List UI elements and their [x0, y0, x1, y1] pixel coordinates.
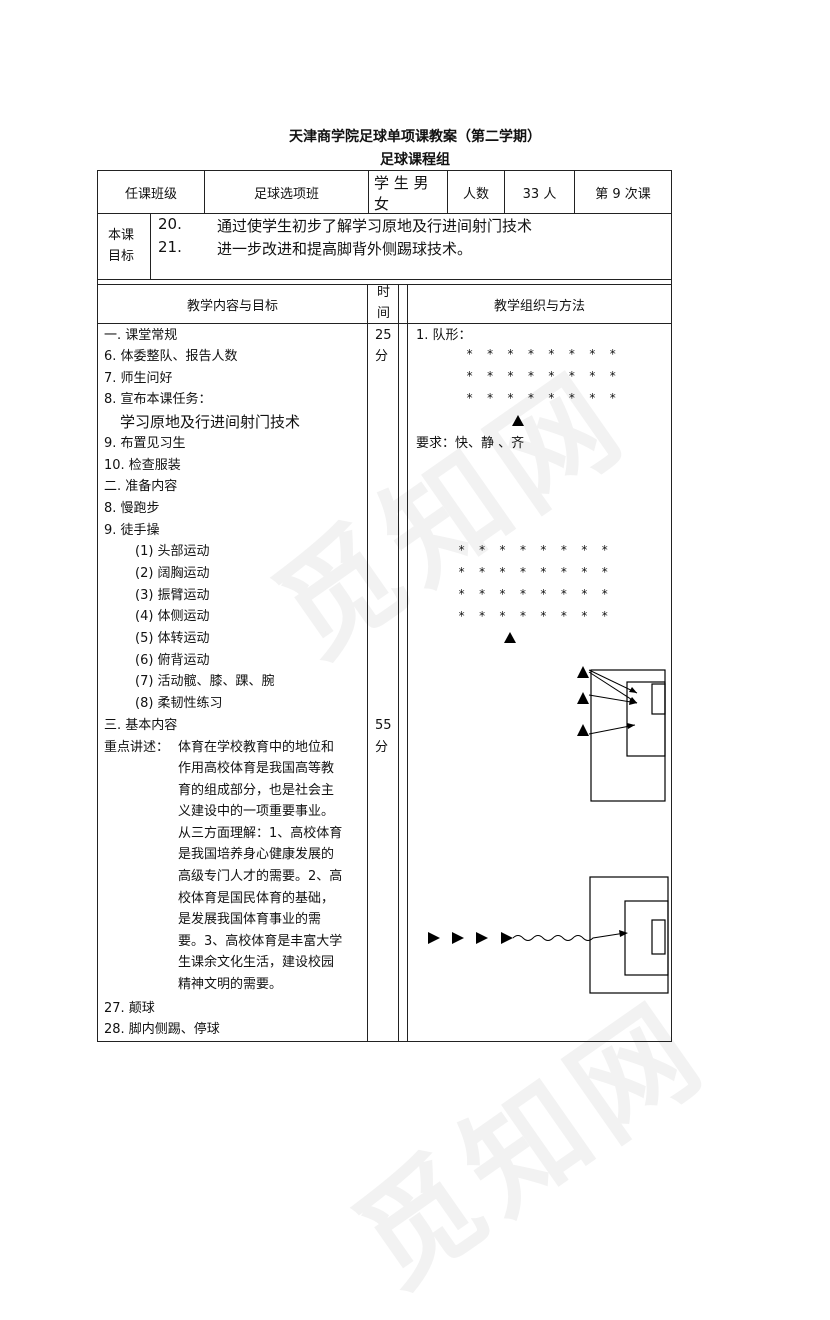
- focus-line: 义建设中的一项重要事业。: [178, 804, 335, 820]
- student-gender-line-1: 学 生 男: [374, 174, 429, 192]
- focus-line: 是发展我国体育事业的需: [178, 912, 322, 928]
- focus-line: 作用高校体育是我国高等教: [178, 761, 335, 776]
- focus-line: 高级专门人才的需要。2、高: [178, 868, 343, 884]
- row-divider-4: [97, 323, 672, 324]
- warmup-row: * * * * * * * *: [458, 609, 612, 623]
- focus-label: 重点讲述：: [104, 740, 170, 755]
- lesson-task: 学习原地及行进间射门技术: [120, 413, 301, 431]
- table-border-left: [97, 170, 98, 1041]
- goals-divider: [150, 213, 151, 279]
- formation-row: * * * * * * * *: [466, 391, 620, 405]
- exercise-item: (4) 体侧运动: [135, 609, 210, 624]
- basic-content-title: 三. 基本内容: [104, 718, 178, 733]
- content-line: 8. 慢跑步: [104, 501, 160, 516]
- col-divider-time-right: [398, 284, 399, 1041]
- document-subtitle: 足球课程组: [380, 152, 450, 168]
- info-divider-5: [574, 170, 575, 213]
- exercise-item: (7) 活动髋、膝、踝、腕: [135, 674, 275, 689]
- formation-label: 1. 队形：: [416, 328, 472, 343]
- shooting-drill-diagram-1: [577, 666, 666, 802]
- header-content: 教学内容与目标: [186, 298, 278, 314]
- row-divider-1: [97, 213, 672, 214]
- header-time-1: 时: [377, 285, 391, 300]
- goal-1-text: 通过使学生初步了解学习原地及行进间射门技术: [217, 217, 533, 235]
- teacher-triangle-icon: [504, 632, 516, 643]
- content-line: 7. 师生问好: [104, 371, 173, 386]
- content-line: 9. 徒手操: [104, 523, 160, 538]
- time-second-unit: 分: [375, 740, 389, 755]
- info-divider-1: [204, 170, 205, 213]
- count-label: 人数: [462, 186, 489, 202]
- content-line: 27. 颠球: [104, 1001, 155, 1016]
- warmup-row: * * * * * * * *: [458, 565, 612, 579]
- focus-line: 从三方面理解：1、高校体育: [178, 825, 343, 841]
- content-line: 10. 检查服装: [104, 458, 181, 473]
- content-line: 8. 宣布本课任务：: [104, 392, 212, 407]
- student-gender-line-2: 女: [374, 195, 390, 213]
- content-line: 28. 脚内侧踢、停球: [104, 1022, 220, 1037]
- exercise-item: (6) 俯背运动: [135, 653, 210, 668]
- focus-paragraph: 作用高校体育是我国高等教 育的组成部分，也是社会主 义建设中的一项重要事业。 从…: [178, 758, 363, 996]
- header-time-2: 间: [377, 306, 391, 321]
- shooting-drill-diagram-2: [428, 876, 669, 994]
- goal-2-text: 进一步改进和提高脚背外侧踢球技术。: [217, 240, 473, 258]
- content-line: 一. 课堂常规: [104, 328, 178, 343]
- exercise-item: (3) 振臂运动: [135, 588, 210, 603]
- table-border-top: [97, 170, 672, 171]
- focus-line: 育的组成部分，也是社会主: [178, 782, 335, 798]
- header-method: 教学组织与方法: [493, 298, 585, 314]
- time-first-minutes: 25: [375, 328, 392, 343]
- info-divider-4: [504, 170, 505, 213]
- exercise-item: (8) 柔韧性练习: [135, 696, 223, 711]
- content-line: 6. 体委整队、报告人数: [104, 349, 238, 364]
- requirement-text: 要求：快、静 、齐: [416, 436, 525, 451]
- goals-label-2: 目标: [108, 249, 135, 264]
- exercise-item: (2) 阔胸运动: [135, 566, 210, 581]
- label-class: 任课班级: [124, 186, 177, 202]
- content-line: 二. 准备内容: [104, 479, 178, 494]
- col-divider-time-left: [367, 284, 368, 1041]
- table-border-right: [671, 170, 672, 1041]
- focus-line: 生课余文化生活，建设校园: [178, 955, 335, 971]
- goal-2-number: 21.: [158, 238, 182, 256]
- goal-1-number: 20.: [158, 215, 182, 233]
- document-title: 天津商学院足球单项课教案（第二学期）: [289, 129, 541, 145]
- class-name: 足球选项班: [253, 186, 319, 202]
- table-border-bottom: [97, 1041, 672, 1042]
- lesson-number: 第 9 次课: [595, 186, 651, 202]
- exercise-item: (1) 头部运动: [135, 544, 210, 559]
- info-divider-3: [447, 170, 448, 213]
- formation-row: * * * * * * * *: [466, 347, 620, 361]
- info-divider-2: [368, 170, 369, 213]
- formation-row: * * * * * * * *: [466, 369, 620, 383]
- goals-label-1: 本课: [108, 228, 135, 243]
- time-second-minutes: 55: [375, 718, 392, 733]
- exercise-item: (5) 体转运动: [135, 631, 210, 646]
- warmup-row: * * * * * * * *: [458, 543, 612, 557]
- time-first-unit: 分: [375, 349, 389, 364]
- focus-first-line: 体育在学校教育中的地位和: [178, 740, 335, 755]
- focus-line: 是我国培养身心健康发展的: [178, 847, 335, 863]
- content-line: 9. 布置见习生: [104, 436, 186, 451]
- focus-line: 精神文明的需要。: [178, 976, 283, 992]
- col-divider-method: [407, 284, 408, 1041]
- teacher-triangle-icon: [512, 415, 524, 426]
- count-value: 33 人: [522, 186, 557, 202]
- warmup-row: * * * * * * * *: [458, 587, 612, 601]
- row-divider-2: [97, 279, 672, 280]
- focus-line: 校体育是国民体育的基础，: [178, 890, 335, 906]
- row-divider-3: [97, 284, 672, 285]
- focus-line: 要。3、高校体育是丰富大学: [178, 933, 343, 949]
